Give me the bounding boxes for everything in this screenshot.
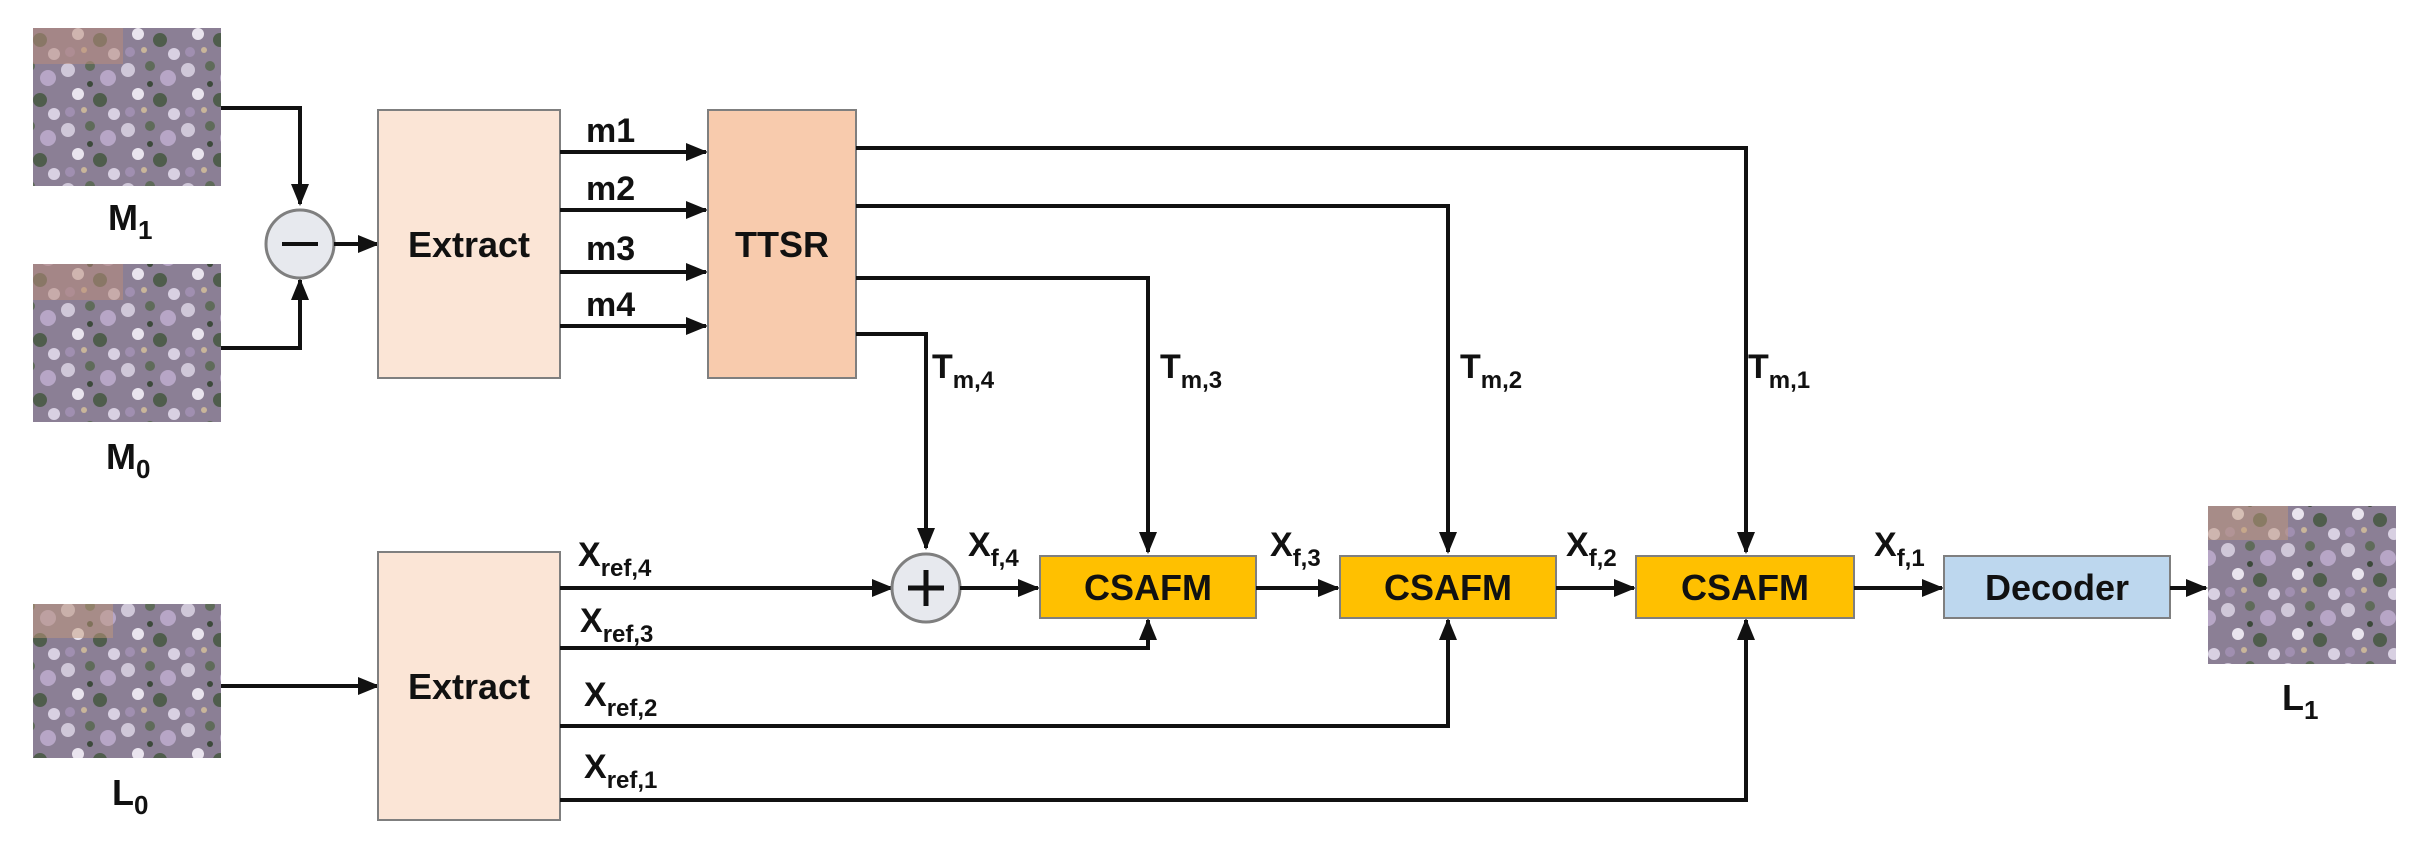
label-xf2: Xf,2 (1566, 526, 1617, 572)
arrow-xref1 (560, 618, 1755, 802)
csafm-block-3 (1635, 555, 1855, 619)
ttsr-label: TTSR (735, 224, 829, 265)
csafm-1-label: CSAFM (1084, 567, 1212, 608)
arrow-m0-to-subtract (221, 278, 309, 350)
label-m1: M1 (108, 197, 152, 245)
label-m0: M0 (106, 436, 150, 484)
extract-block-bottom (377, 551, 561, 821)
image-l1 (2208, 506, 2396, 664)
label-tm2: Tm,2 (1460, 348, 1522, 394)
extract-top-label: Extract (408, 224, 530, 265)
feature-m3-label: m3 (586, 230, 635, 268)
label-tm3: Tm,3 (1160, 348, 1222, 394)
arrow-tm3 (856, 276, 1157, 554)
feature-m1-label: m1 (586, 112, 635, 150)
label-xref2: Xref,2 (584, 676, 657, 722)
arrow-tm1 (856, 146, 1755, 554)
arrow-xref2 (560, 618, 1457, 728)
label-xref4: Xref,4 (578, 536, 652, 582)
feature-m4-label: m4 (586, 286, 635, 324)
image-m0 (33, 264, 221, 422)
label-tm1: Tm,1 (1748, 348, 1810, 394)
label-tm4: Tm,4 (932, 348, 995, 394)
csafm-3-label: CSAFM (1681, 567, 1809, 608)
label-l1: L1 (2282, 677, 2318, 725)
csafm-2-label: CSAFM (1384, 567, 1512, 608)
label-xf1: Xf,1 (1874, 526, 1925, 572)
image-l0 (33, 604, 221, 758)
arrow-m1-to-subtract (221, 106, 309, 206)
arrow-xref3 (560, 618, 1157, 650)
decoder-block (1943, 555, 2171, 619)
extract-block-top (377, 109, 561, 379)
image-m1 (33, 28, 221, 186)
csafm-block-1 (1039, 555, 1257, 619)
csafm-block-2 (1339, 555, 1557, 619)
label-xref1: Xref,1 (584, 748, 657, 794)
label-xf4: Xf,4 (968, 526, 1019, 572)
arrow-tm4 (856, 332, 935, 550)
decoder-label: Decoder (1985, 567, 2129, 608)
label-xref3: Xref,3 (580, 602, 653, 648)
label-xf3: Xf,3 (1270, 526, 1321, 572)
arrow-tm2 (856, 204, 1457, 554)
ttsr-block (707, 109, 857, 379)
feature-m2-label: m2 (586, 170, 635, 208)
label-l0: L0 (112, 772, 148, 820)
extract-bottom-label: Extract (408, 666, 530, 707)
